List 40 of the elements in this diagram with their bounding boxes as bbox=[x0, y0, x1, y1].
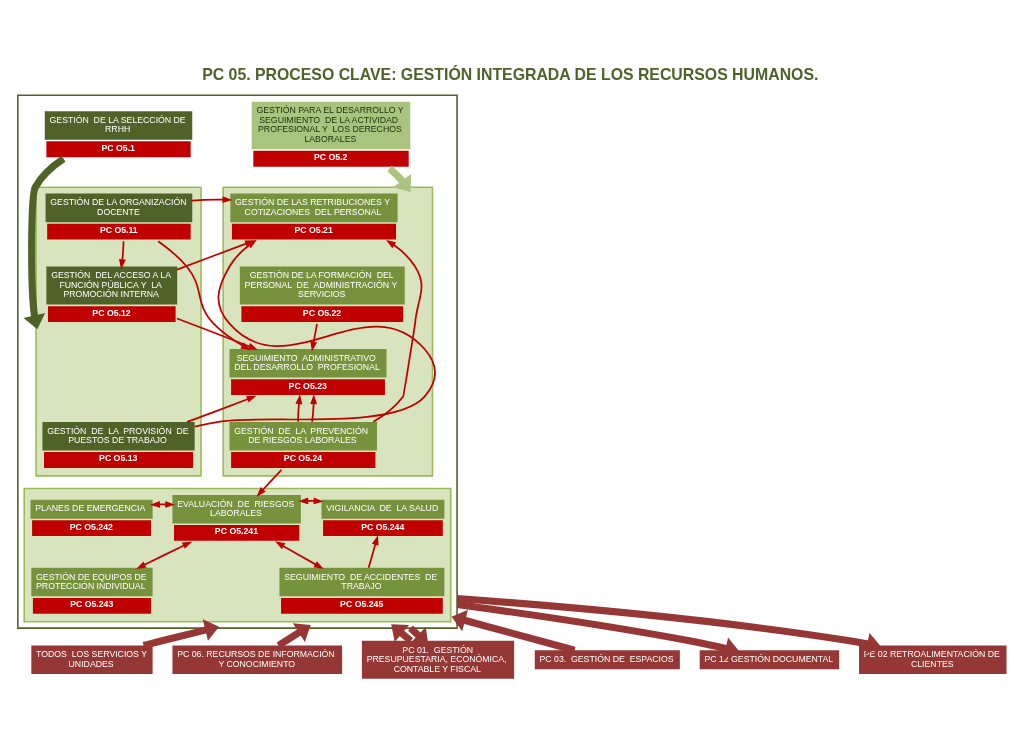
node-label: PC O5.22 bbox=[302, 307, 342, 318]
arrow bbox=[367, 535, 379, 569]
arrow bbox=[142, 619, 220, 649]
node-label: PC O5.23 bbox=[288, 380, 327, 391]
arrow bbox=[118, 240, 126, 270]
cluster bbox=[35, 186, 202, 477]
arrow bbox=[298, 497, 324, 505]
arrow bbox=[191, 196, 233, 204]
arrow bbox=[451, 609, 576, 654]
arrow bbox=[186, 395, 257, 423]
arrow bbox=[456, 595, 882, 655]
node-label: PC O5.243 bbox=[70, 599, 114, 610]
node-label: PC O5.12 bbox=[92, 307, 131, 318]
arrow bbox=[23, 155, 66, 330]
node-label: PC O5.13 bbox=[99, 453, 138, 464]
arrow bbox=[275, 541, 324, 570]
arrow bbox=[456, 600, 740, 660]
node-box: PC 03. GESTIÓN DE ESPACIOS bbox=[534, 650, 680, 670]
node-box: PC 01. GESTIÓN PRESUPUESTARIA, ECONÓMICA, CONTABLE Y FISCAL bbox=[361, 640, 515, 679]
node-box: PC 06. RECURSOS DE INFORMACIÓN Y CONOCIMIENTO bbox=[172, 645, 343, 675]
node-label: PC O5.244 bbox=[361, 521, 405, 532]
node-label: PC O5.11 bbox=[99, 225, 138, 236]
arrow bbox=[256, 469, 283, 497]
cluster bbox=[17, 94, 458, 629]
node-label: PC O5.241 bbox=[214, 526, 258, 537]
node-label: PC O5.2 bbox=[313, 152, 348, 163]
node-label: PC O5.24 bbox=[283, 453, 323, 464]
node-label: PC O5.242 bbox=[69, 521, 113, 532]
node-box: TODOS LOS SERVICIOS Y UNIDADES bbox=[31, 645, 153, 675]
arrow bbox=[295, 394, 303, 423]
arrow bbox=[136, 541, 193, 569]
node-label: PC O5.245 bbox=[340, 599, 384, 610]
arrow bbox=[372, 239, 423, 423]
arrow bbox=[276, 623, 311, 649]
arrow bbox=[310, 322, 318, 352]
node-label: PC O5.1 bbox=[101, 142, 135, 153]
arrow bbox=[387, 165, 412, 192]
node-label: PC O5.21 bbox=[294, 225, 333, 236]
arrow bbox=[310, 394, 318, 423]
diagram-title: PC 05. PROCESO CLAVE: GESTIÓN INTEGRADA DE LOS RECURSOS HUMANOS. bbox=[202, 66, 819, 84]
